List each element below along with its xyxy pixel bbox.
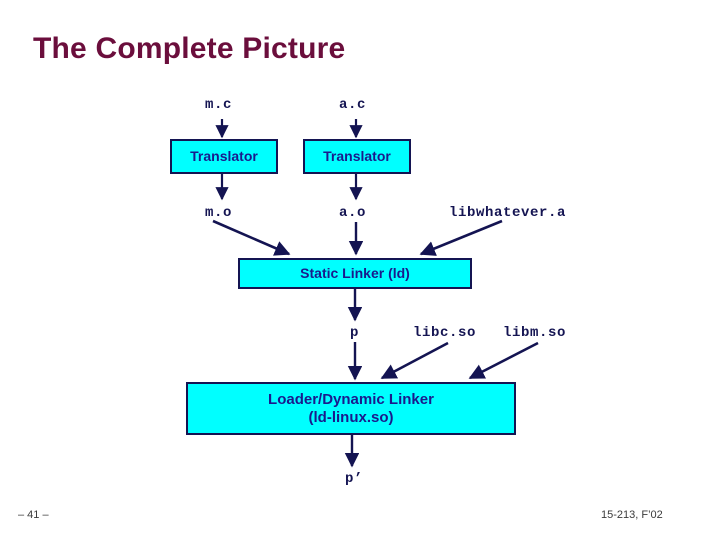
- box-loader-dynamic-linker[interactable]: Loader/Dynamic Linker (ld-linux.so): [186, 382, 516, 435]
- arrow-mo-to-static-linker: [212, 219, 291, 256]
- loader-label-line1: Loader/Dynamic Linker: [268, 391, 434, 409]
- label-libwhatever-a: libwhatever.a: [449, 205, 567, 221]
- loader-label-line2: (ld-linux.so): [308, 408, 394, 426]
- label-p-prime: p’: [345, 471, 364, 487]
- label-libc-so: libc.so: [413, 325, 477, 341]
- arrow-libc-to-loader: [380, 341, 449, 380]
- label-a-c: a.c: [339, 97, 367, 113]
- label-p: p: [350, 325, 360, 341]
- box-static-linker[interactable]: Static Linker (ld): [238, 258, 472, 289]
- box-translator-right[interactable]: Translator: [303, 139, 411, 174]
- footer-course: 15-213, F’02: [601, 509, 663, 521]
- page-title: The Complete Picture: [33, 32, 346, 65]
- label-m-c: m.c: [205, 97, 233, 113]
- arrow-libwhatever-to-static-linker: [419, 219, 503, 256]
- footer-page-number: – 41 –: [18, 509, 49, 521]
- box-translator-left[interactable]: Translator: [170, 139, 278, 174]
- label-libm-so: libm.so: [503, 325, 567, 341]
- label-a-o: a.o: [339, 205, 367, 221]
- arrow-libm-to-loader: [468, 341, 539, 380]
- label-m-o: m.o: [205, 205, 233, 221]
